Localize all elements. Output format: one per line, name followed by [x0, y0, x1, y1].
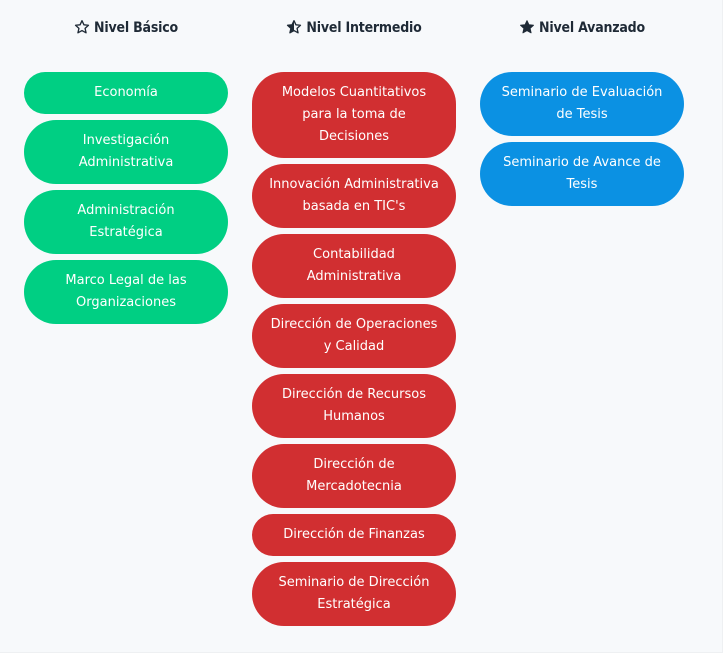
course-economia-button[interactable]: Economía: [24, 72, 228, 114]
column-title-intermediate: Nivel Intermedio: [306, 20, 422, 36]
star-half-icon: [287, 20, 302, 34]
course-investigacion-button[interactable]: Investigación Administrativa: [24, 120, 228, 184]
course-evaluacion-tesis-button[interactable]: Seminario de Evaluación de Tesis: [480, 72, 684, 136]
course-avance-tesis-button[interactable]: Seminario de Avance de Tesis: [480, 142, 684, 206]
column-title-basic: Nivel Básico: [94, 20, 178, 36]
course-innovacion-tic-button[interactable]: Innovación Administrativa basada en TIC'…: [252, 164, 456, 228]
column-header-advanced: Nivel Avanzado: [480, 19, 684, 36]
course-administracion-estrategica-button[interactable]: Administración Estratégica: [24, 190, 228, 254]
course-operaciones-calidad-button[interactable]: Dirección de Operaciones y Calidad: [252, 304, 456, 368]
column-header-basic: Nivel Básico: [24, 19, 228, 36]
course-contabilidad-button[interactable]: Contabilidad Administrativa: [252, 234, 456, 298]
column-title-advanced: Nivel Avanzado: [539, 20, 645, 36]
column-header-intermediate: Nivel Intermedio: [252, 19, 456, 36]
course-modelos-cuantitativos-button[interactable]: Modelos Cuantitativos para la toma de De…: [252, 72, 456, 158]
course-recursos-humanos-button[interactable]: Dirección de Recursos Humanos: [252, 374, 456, 438]
course-seminario-direccion-button[interactable]: Seminario de Dirección Estratégica: [252, 562, 456, 626]
star-outline-icon: [74, 20, 90, 34]
course-mercadotecnia-button[interactable]: Dirección de Mercadotecnia: [252, 444, 456, 508]
star-filled-icon: [520, 20, 534, 34]
course-marco-legal-button[interactable]: Marco Legal de las Organizaciones: [24, 260, 228, 324]
course-finanzas-button[interactable]: Dirección de Finanzas: [252, 514, 456, 556]
